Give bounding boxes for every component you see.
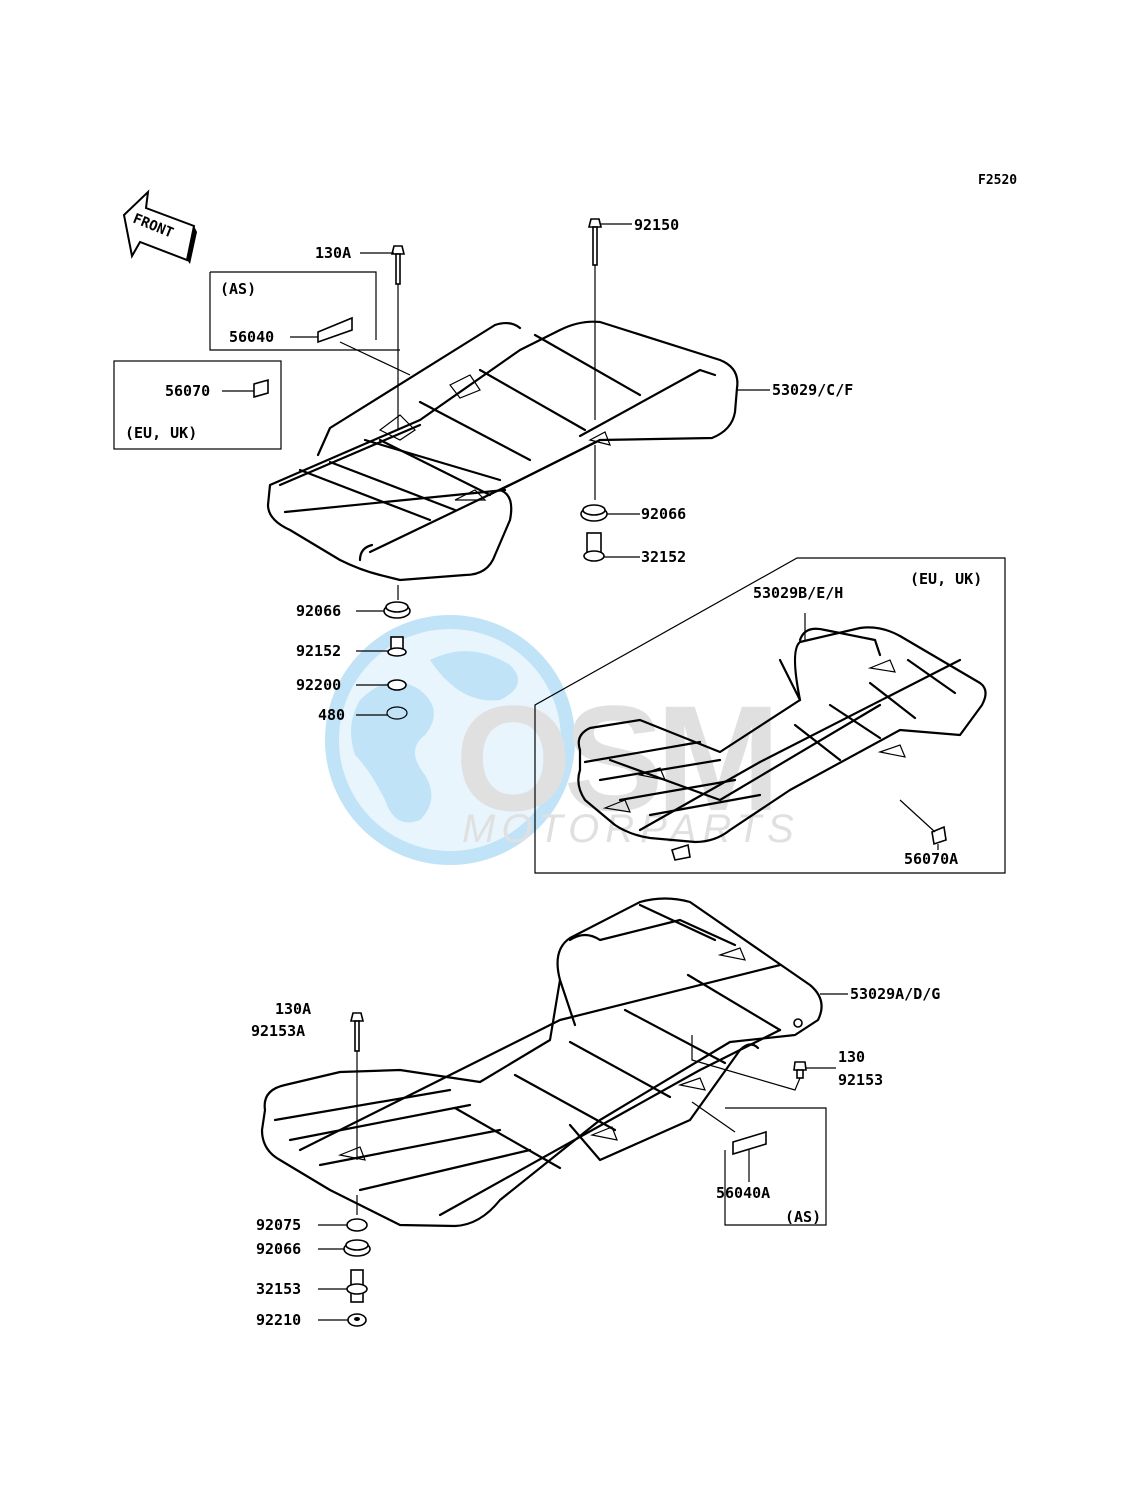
carrier-bottom [260, 897, 823, 1228]
label-92066-bottom: 92066 [256, 1240, 301, 1258]
label-56070: 56070 [165, 382, 210, 400]
leader-line [899, 799, 939, 850]
leader-line [339, 341, 411, 376]
label-56040a: 56040A [716, 1184, 770, 1202]
nut-92210 [347, 1313, 367, 1327]
watermark-logo: OSM [455, 674, 773, 842]
eu-uk-box-left [113, 360, 282, 450]
grommet-92066-right [580, 504, 608, 522]
diagram-code: F2520 [978, 173, 1017, 188]
label-as-top: (AS) [220, 280, 256, 298]
label-53029beh: 53029B/E/H [753, 584, 843, 602]
label-56040a-icon [732, 1130, 767, 1156]
label-56070a-icon [931, 825, 947, 846]
bolt-92153a [349, 1012, 365, 1052]
label-56040-icon [317, 316, 353, 344]
label-92210: 92210 [256, 1311, 301, 1329]
as-box-top [209, 271, 400, 351]
label-92153a: 92153A [251, 1022, 305, 1040]
label-53029adg: 53029A/D/G [850, 985, 940, 1003]
bolt-92150 [587, 218, 603, 266]
label-92066-left: 92066 [296, 602, 341, 620]
collar-92152 [387, 636, 407, 657]
carrier-top [266, 320, 739, 582]
label-130: 130 [838, 1048, 865, 1066]
label-56040: 56040 [229, 328, 274, 346]
grommet-92066-bottom [343, 1239, 371, 1257]
collar-32152 [583, 532, 605, 562]
label-92200: 92200 [296, 676, 341, 694]
washer-92075 [346, 1218, 368, 1232]
as-box-bottom [724, 1107, 827, 1226]
grommet-92066-left [383, 601, 411, 619]
watermark: OSM MOTORPARTS [325, 615, 800, 865]
watermark-text: MOTORPARTS [462, 807, 800, 851]
collar-32153 [346, 1269, 368, 1303]
label-53029cf: 53029/C/F [772, 381, 853, 399]
label-eu-uk-left: (EU, UK) [125, 424, 197, 442]
washer-92200 [387, 679, 407, 691]
carrier-eu-uk [577, 626, 987, 861]
label-480: 480 [318, 706, 345, 724]
label-130a-top: 130A [315, 244, 351, 262]
front-arrow-icon: FRONT [122, 189, 197, 264]
label-eu-uk-box: (EU, UK) [910, 570, 982, 588]
label-92153: 92153 [838, 1071, 883, 1089]
leader-line [691, 1035, 801, 1091]
ring-480 [386, 706, 408, 720]
label-32152: 32152 [641, 548, 686, 566]
bolt-92153 [793, 1061, 807, 1079]
label-130a-bottom: 130A [275, 1000, 311, 1018]
leader-line [691, 1101, 736, 1133]
label-92150: 92150 [634, 216, 679, 234]
bolt-130a-top [390, 245, 406, 285]
label-92066-right: 92066 [641, 505, 686, 523]
label-92152: 92152 [296, 642, 341, 660]
watermark-continents [351, 651, 518, 823]
label-92075: 92075 [256, 1216, 301, 1234]
label-32153: 32153 [256, 1280, 301, 1298]
label-56070a: 56070A [904, 850, 958, 868]
eu-uk-box-right [534, 557, 1006, 874]
label-as-bottom: (AS) [785, 1208, 821, 1226]
label-56070-icon [253, 378, 269, 399]
